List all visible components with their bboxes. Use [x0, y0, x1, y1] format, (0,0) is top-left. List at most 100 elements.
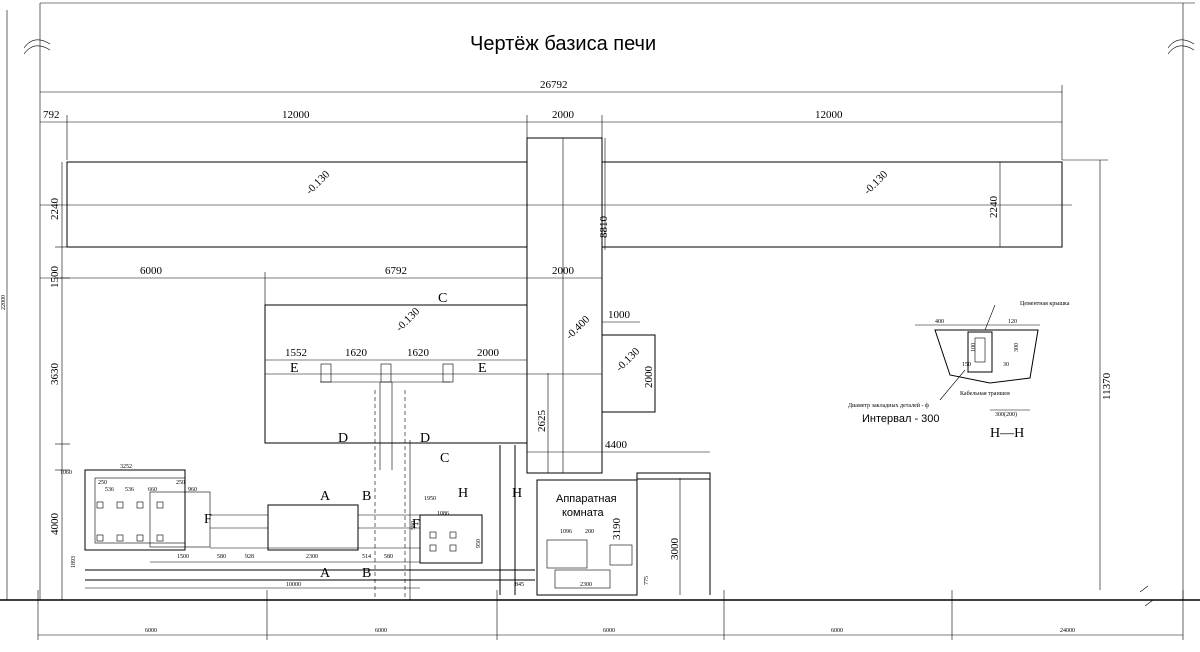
dim-gap: 1500 [49, 266, 61, 289]
detail-section-title: H—H [990, 426, 1024, 441]
dim-row-4: 2000 [477, 347, 500, 359]
dim-950: 950 [476, 539, 482, 548]
section-d-right: D [420, 431, 430, 446]
dim-536b: 536 [125, 487, 134, 493]
section-e-right: E [478, 361, 487, 376]
dim-250b: 250 [176, 480, 185, 486]
trench-outline [934, 329, 1039, 384]
dim-row-1: 1552 [285, 347, 307, 359]
foundation-pad-right [419, 514, 483, 564]
bottom-axis: 6000 6000 6000 6000 24000 [0, 585, 1200, 640]
middle-dimensions: 6000 6792 2000 1000 2000 2625 4400 [40, 265, 710, 473]
room-label-line1: Аппаратная [556, 493, 617, 505]
axis-bay-1: 6000 [145, 628, 157, 634]
dim-row-3: 1620 [407, 347, 430, 359]
equipment-room: Аппаратная комната 3190 3000 [499, 445, 711, 596]
anchor-row: 1552 1620 1620 2000 [265, 347, 602, 600]
dim-lower: 4000 [49, 513, 61, 536]
detail-dim-c: 120 [1008, 319, 1017, 325]
dim-4400: 4400 [605, 439, 628, 451]
detail-dim-v1: 100 [971, 343, 977, 352]
dim-v2625: 2625 [536, 410, 548, 433]
dim-right-span: 12000 [815, 109, 843, 121]
dim-row-2: 1620 [345, 347, 368, 359]
level-left-beam: -0.130 [304, 168, 333, 197]
detail-trench-label: Кабельная траншея [960, 390, 1010, 397]
dim-514: 514 [362, 554, 371, 560]
dim-10000: 10000 [286, 582, 301, 588]
top-dimensions: 26792 792 12000 2000 12000 [40, 79, 1063, 160]
section-c-bottom: C [440, 451, 449, 466]
dim-total-height: 11370 [1101, 372, 1113, 400]
dim-2300b: 2300 [580, 582, 592, 588]
dim-200: 200 [585, 529, 594, 535]
break-mark-left [23, 39, 51, 55]
dim-536a: 536 [105, 487, 114, 493]
level-center-block: -0.130 [394, 305, 423, 334]
detail-embedded-label: Диаметр закладных деталей - ф [848, 402, 929, 409]
main-unit [267, 504, 359, 551]
section-d-left: D [338, 431, 348, 446]
dim-928: 928 [245, 554, 254, 560]
dim-1500: 1500 [177, 554, 189, 560]
level-side-block: -0.130 [614, 345, 643, 374]
dim-left-offset: 792 [43, 109, 60, 121]
side-block [601, 334, 656, 413]
section-b-bottom: B [362, 566, 371, 581]
dim-250a: 250 [98, 480, 107, 486]
detail-section-hh: Цементная крышка Кабельная траншея Диаме… [848, 301, 1070, 441]
dim-left-span: 12000 [282, 109, 310, 121]
axis-bay-3: 6000 [603, 628, 615, 634]
dim-1000: 1000 [608, 309, 631, 321]
dim-bottom-small: 1893 [71, 556, 77, 568]
dim-960: 960 [188, 487, 197, 493]
dim-6792: 6792 [385, 265, 407, 277]
room-label-line2: комната [562, 507, 604, 519]
dim-660: 660 [148, 487, 157, 493]
detail-dim-top: 400 [935, 319, 944, 325]
detail-dim-v2: 300 [1014, 343, 1020, 352]
section-h-right: H [512, 486, 522, 501]
dim-580b: 580 [384, 554, 393, 560]
dim-1950: 1950 [424, 496, 436, 502]
dim-1060: 1060 [60, 470, 72, 476]
section-marks: C C E E D D A A B B F F H H [204, 291, 522, 581]
break-mark-bottom [1139, 585, 1154, 607]
dim-right-beam: 2240 [988, 196, 1000, 219]
left-dimensions: 22000 2240 1500 3630 4000 1893 [1, 10, 77, 600]
section-e-left: E [290, 361, 299, 376]
drawing-title: Чертёж базиса печи [470, 33, 656, 55]
section-f-right: F [412, 517, 420, 532]
dim-v2000: 2000 [643, 366, 655, 389]
axis-bay-4: 6000 [831, 628, 843, 634]
section-f-left: F [204, 512, 212, 527]
dim-v3190: 3190 [611, 518, 623, 541]
detail-interval-label: Интервал - 300 [862, 413, 940, 425]
equipment-area: 3252 1060 250 536 536 660 250 960 1500 5… [60, 440, 650, 600]
dim-column-height: 8810 [598, 216, 610, 239]
dim-overall-height: 22000 [1, 295, 7, 310]
dim-2000: 2000 [552, 265, 575, 277]
axis-bay-5: 24000 [1060, 628, 1075, 634]
detail-dim-r: 30 [1003, 362, 1009, 368]
dim-3252: 3252 [120, 464, 132, 470]
room-outline [536, 479, 638, 596]
dim-1096: 1096 [560, 529, 572, 535]
axis-bay-2: 6000 [375, 628, 387, 634]
section-h-left: H [458, 486, 468, 501]
dim-580a: 580 [217, 554, 226, 560]
detail-cover-label: Цементная крышка [1020, 301, 1070, 307]
level-right-beam: -0.130 [862, 168, 891, 197]
section-a-top: A [320, 489, 331, 504]
dim-775: 775 [644, 576, 650, 585]
dim-845: 845 [515, 582, 524, 588]
detail-dim-h: 150 [962, 362, 971, 368]
level-column: -0.400 [564, 313, 593, 342]
right-dimensions: 2240 11370 8810 [598, 138, 1113, 590]
section-c-top: C [438, 291, 447, 306]
section-b-top: B [362, 489, 371, 504]
anchor-grid-left [96, 501, 164, 542]
dim-1086: 1086 [437, 511, 449, 517]
dim-overall-width: 26792 [540, 79, 568, 91]
